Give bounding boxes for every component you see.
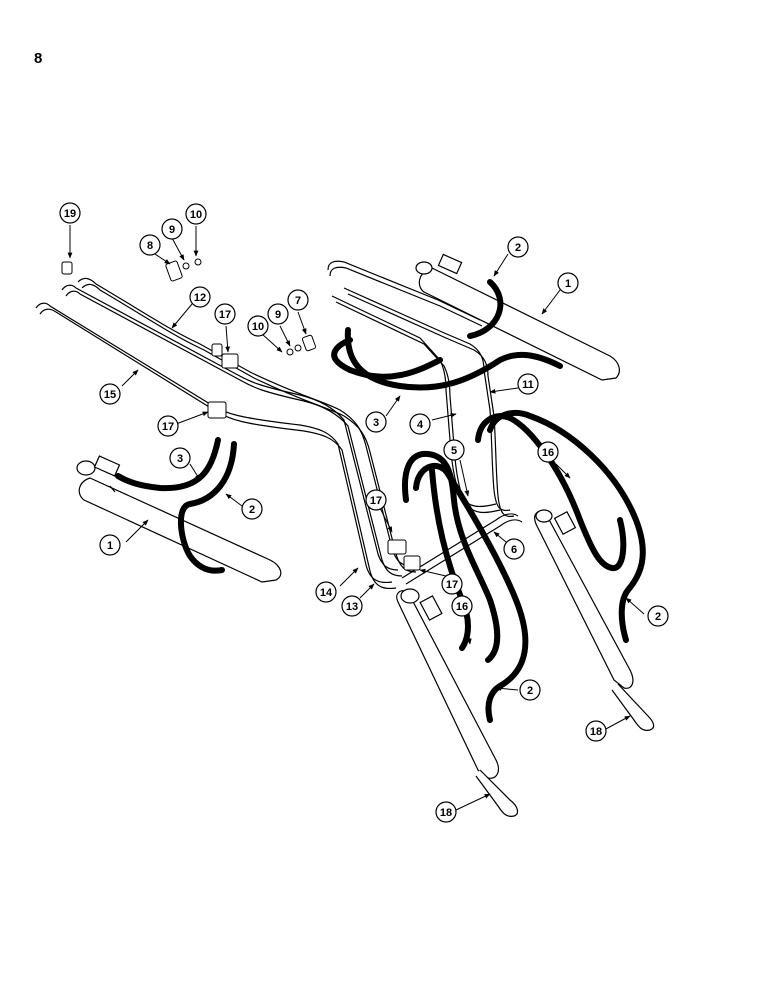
- callout-circle: [185, 203, 207, 225]
- callout-label: 2: [515, 242, 521, 254]
- callout-circle: [365, 489, 387, 511]
- callout-circle: [315, 581, 337, 603]
- callout-label: 1: [565, 278, 571, 290]
- callout-15: 15: [99, 383, 121, 405]
- callout-label: 15: [104, 389, 116, 401]
- leader-lines: [67, 225, 645, 811]
- callout-circle: [214, 303, 236, 325]
- callout-circle: [519, 679, 541, 701]
- callout-10: 10: [185, 203, 207, 225]
- callout-label: 17: [219, 309, 231, 321]
- callout-12: 12: [189, 286, 211, 308]
- callout-label: 3: [177, 453, 183, 465]
- callout-circle: [189, 286, 211, 308]
- callout-4: 4: [409, 413, 431, 435]
- callout-label: 10: [190, 209, 202, 221]
- callout-circle: [409, 413, 431, 435]
- callout-circle: [157, 415, 179, 437]
- callout-label: 16: [542, 447, 554, 459]
- callout-circle: [169, 447, 191, 469]
- callout-circle: [267, 303, 289, 325]
- callout-label: 9: [169, 224, 175, 236]
- callout-label: 18: [440, 807, 452, 819]
- callout-label: 2: [655, 611, 661, 623]
- callout-label: 17: [162, 421, 174, 433]
- callout-1: 1: [99, 534, 121, 556]
- callout-8: 8: [139, 234, 161, 256]
- callout-3: 3: [169, 447, 191, 469]
- callout-14: 14: [315, 581, 337, 603]
- callout-label: 17: [370, 495, 382, 507]
- callout-label: 5: [451, 445, 457, 457]
- callout-18: 18: [585, 720, 607, 742]
- callout-2: 2: [647, 605, 669, 627]
- page-number: 8: [34, 50, 43, 67]
- callout-label: 14: [320, 587, 333, 599]
- callout-label: 4: [417, 419, 424, 431]
- callout-circle: [247, 315, 269, 337]
- callout-circle: [517, 373, 539, 395]
- callout-2: 2: [507, 236, 529, 258]
- callout-17: 17: [214, 303, 236, 325]
- callout-circle: [503, 538, 525, 560]
- callout-circle: [241, 498, 263, 520]
- callout-label: 11: [522, 379, 534, 391]
- callout-circle: [647, 605, 669, 627]
- callout-2: 2: [519, 679, 541, 701]
- callout-circle: [161, 218, 183, 240]
- callout-9: 9: [161, 218, 183, 240]
- callout-circle: [139, 234, 161, 256]
- callout-1: 1: [557, 272, 579, 294]
- callout-17: 17: [365, 489, 387, 511]
- callout-7: 7: [287, 289, 309, 311]
- callout-label: 19: [64, 208, 76, 220]
- callout-3: 3: [365, 411, 387, 433]
- callout-label: 13: [346, 601, 358, 613]
- callout-label: 17: [446, 579, 458, 591]
- callout-circle: [99, 383, 121, 405]
- hydraulic-cylinders: [76, 253, 655, 817]
- callout-6: 6: [503, 538, 525, 560]
- callout-13: 13: [341, 595, 363, 617]
- callout-label: 16: [456, 601, 468, 613]
- fittings: [61, 258, 421, 571]
- callout-label: 9: [275, 309, 281, 321]
- callout-label: 2: [527, 685, 533, 697]
- callout-label: 12: [194, 292, 206, 304]
- callout-circle: [557, 272, 579, 294]
- callout-19: 19: [59, 202, 81, 224]
- callout-circle: [507, 236, 529, 258]
- callout-label: 3: [373, 417, 379, 429]
- callout-label: 8: [147, 240, 153, 252]
- callout-label: 10: [252, 321, 264, 333]
- callout-circle: [59, 202, 81, 224]
- callout-11: 11: [517, 373, 539, 395]
- callout-circle: [537, 441, 559, 463]
- callout-17: 17: [157, 415, 179, 437]
- callout-circle: [287, 289, 309, 311]
- callout-16: 16: [451, 595, 473, 617]
- callout-label: 1: [107, 540, 113, 552]
- callout-18: 18: [435, 801, 457, 823]
- callout-label: 18: [590, 726, 602, 738]
- callout-label: 7: [295, 295, 301, 307]
- callout-circle: [441, 573, 463, 595]
- callout-circle: [99, 534, 121, 556]
- callout-10: 10: [247, 315, 269, 337]
- callout-circle: [365, 411, 387, 433]
- callout-label: 6: [511, 544, 517, 556]
- callout-circle: [451, 595, 473, 617]
- callout-circle: [341, 595, 363, 617]
- callout-circle: [585, 720, 607, 742]
- callout-label: 2: [249, 504, 255, 516]
- callout-circle: [435, 801, 457, 823]
- callout-16: 16: [537, 441, 559, 463]
- callout-5: 5: [443, 439, 465, 461]
- callout-17: 17: [441, 573, 463, 595]
- callout-9: 9: [267, 303, 289, 325]
- callout-2: 2: [241, 498, 263, 520]
- callout-circle: [443, 439, 465, 461]
